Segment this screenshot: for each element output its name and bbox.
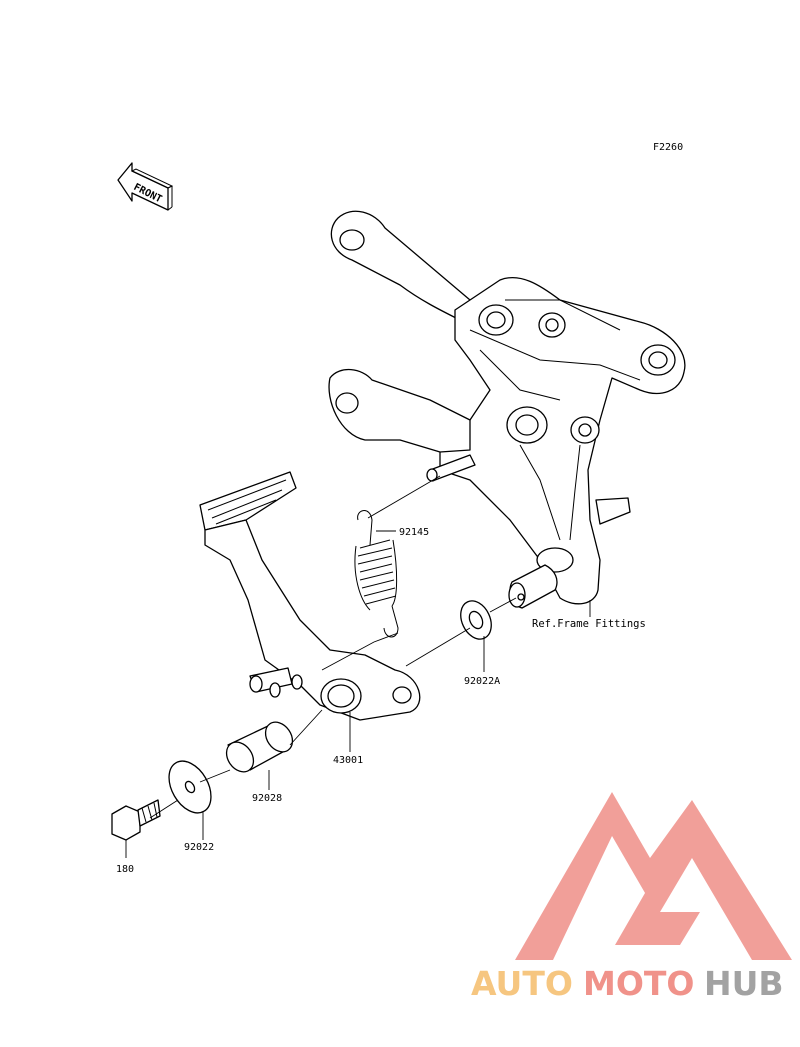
- front-arrow-icon: FRONT: [117, 162, 174, 211]
- frame-bracket: [328, 210, 686, 609]
- leader-lines: [125, 475, 591, 858]
- return-spring: [354, 510, 399, 638]
- callout-180: 180: [116, 864, 134, 875]
- callout-92145: 92145: [399, 527, 429, 538]
- figure-code: F2260: [653, 142, 683, 153]
- washer-92022a: [460, 600, 492, 640]
- brake-pedal: [199, 471, 421, 721]
- logo-text-auto: AUTO: [471, 964, 573, 1003]
- collar-92028: [225, 721, 294, 773]
- reference-label: Ref.Frame Fittings: [532, 618, 646, 630]
- bolt-180: [111, 799, 161, 841]
- callout-43001: 43001: [333, 755, 363, 766]
- automotohub-logo: AUTO MOTO HUB: [471, 792, 792, 1003]
- callout-92028: 92028: [252, 793, 282, 804]
- callout-92022a: 92022A: [464, 676, 500, 687]
- washer-92022: [168, 760, 212, 814]
- logo-text-hub: HUB: [704, 964, 784, 1003]
- callout-92022: 92022: [184, 842, 214, 853]
- logo-text-moto: MOTO: [583, 964, 694, 1003]
